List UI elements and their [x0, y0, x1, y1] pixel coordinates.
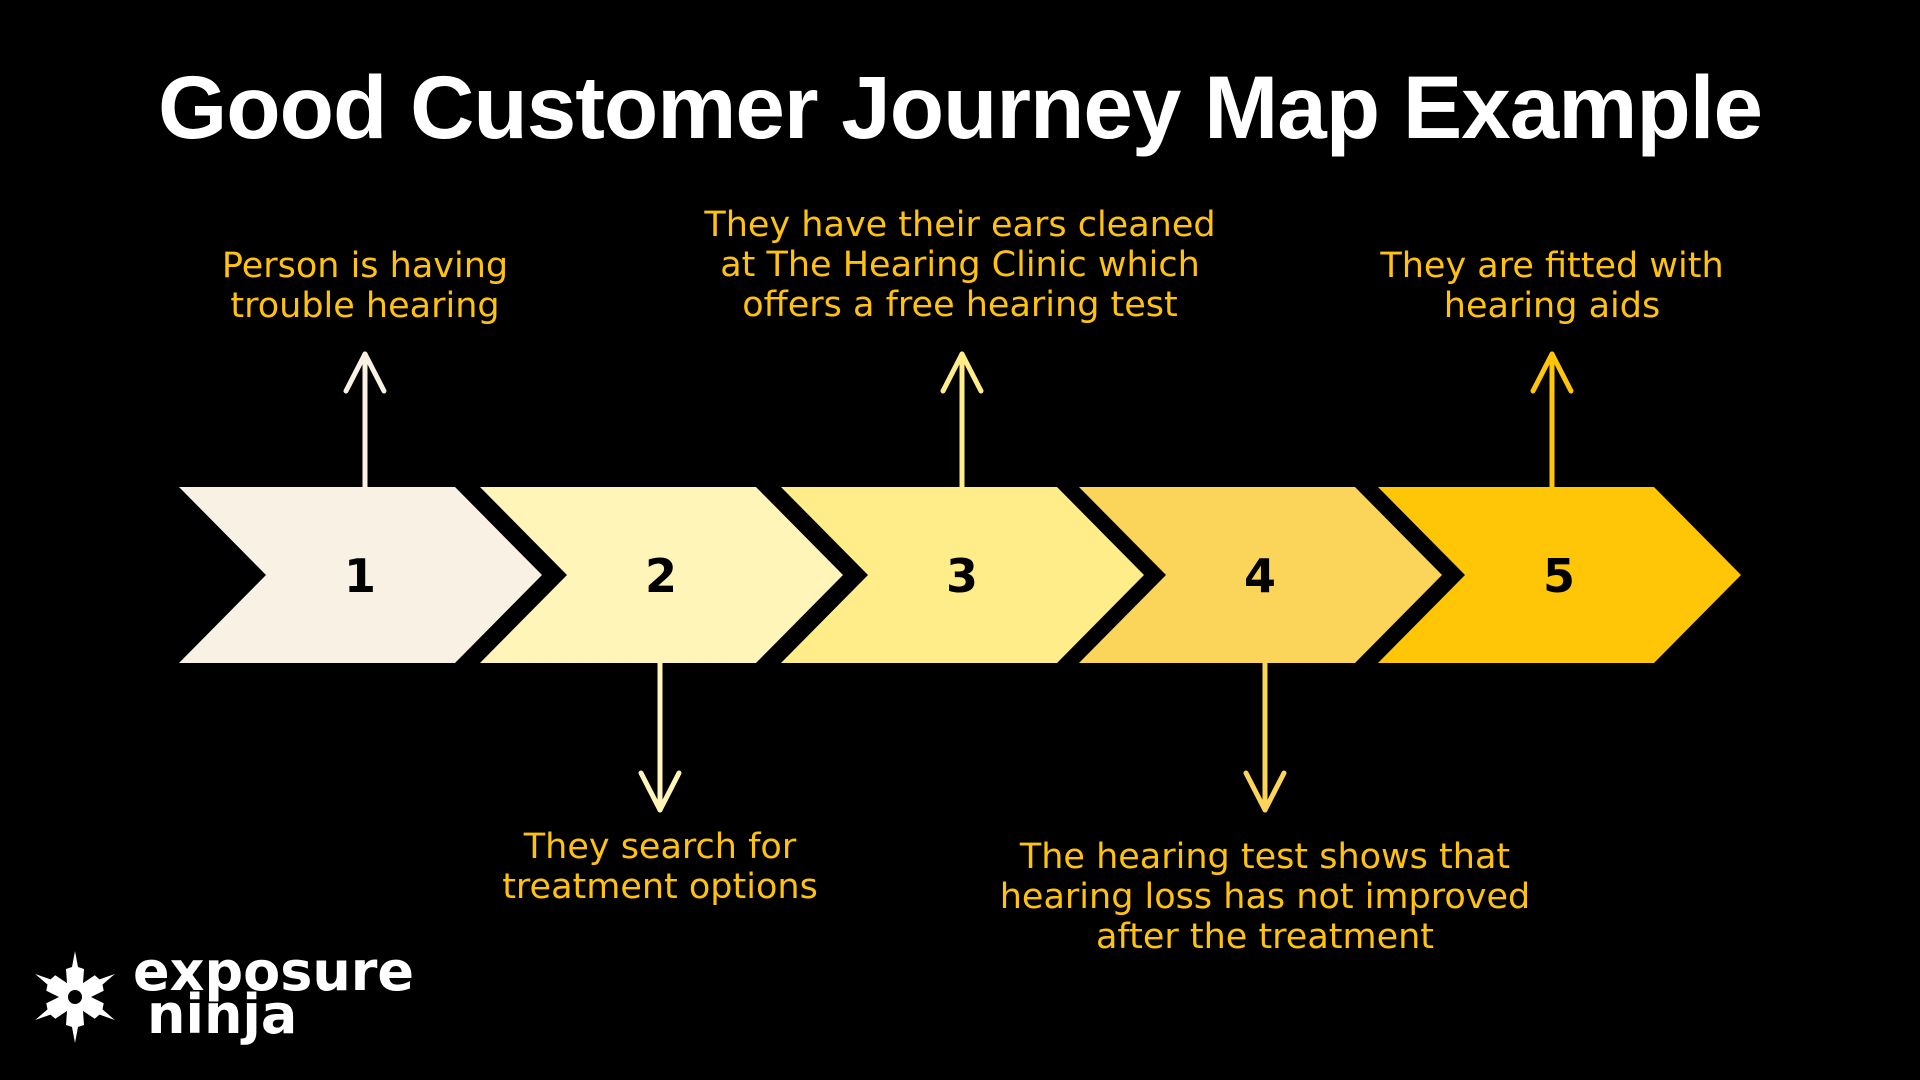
logo-wordmark-exposure: exposure: [133, 940, 415, 1003]
logo-wordmark-ninja: ninja: [147, 983, 298, 1046]
step-3-caption: They have their ears cleaned at The Hear…: [704, 205, 1216, 325]
arrow-down-icon-2: [638, 658, 682, 813]
step-number-5: 5: [1543, 549, 1575, 603]
chevron-step-5: [1378, 487, 1741, 663]
arrow-up-icon-5: [1530, 351, 1574, 492]
step-number-3: 3: [946, 549, 978, 603]
step-1-caption: Person is having trouble hearing: [221, 246, 509, 326]
arrow-down-icon-4: [1243, 658, 1287, 813]
arrow-up-icon-3: [940, 351, 984, 492]
shuriken-icon: [35, 951, 115, 1043]
step-4-caption: The hearing test shows that hearing loss…: [999, 837, 1531, 957]
step-number-4: 4: [1244, 549, 1276, 603]
arrow-up-icon-1: [343, 351, 387, 492]
step-2-caption: They search for treatment options: [502, 827, 818, 907]
shuriken-center-hole: [68, 990, 82, 1004]
chevron-step-1: [179, 487, 542, 663]
chevron-step-4: [1079, 487, 1442, 663]
step-number-2: 2: [645, 549, 677, 603]
step-number-1: 1: [344, 549, 376, 603]
page-title: Good Customer Journey Map Example: [158, 57, 1763, 157]
chevron-step-2: [480, 487, 843, 663]
step-5-caption: They are fitted with hearing aids: [1380, 246, 1724, 326]
chevron-step-3: [781, 487, 1144, 663]
